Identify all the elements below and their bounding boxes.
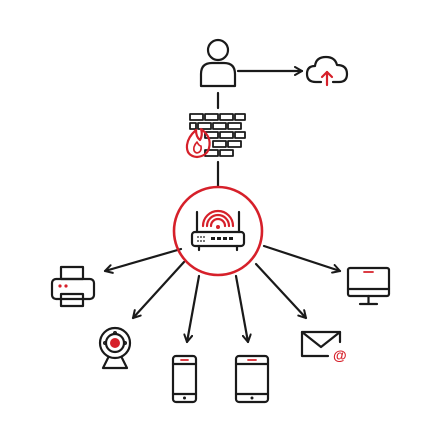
router-to-tablet-arrow bbox=[234, 274, 252, 344]
router-to-email-arrow bbox=[254, 262, 308, 320]
webcam-icon bbox=[98, 326, 132, 370]
smartphone-icon bbox=[171, 354, 198, 404]
svg-text:@: @ bbox=[333, 347, 347, 363]
printer-icon bbox=[50, 265, 96, 308]
monitor-icon bbox=[346, 266, 391, 306]
router-to-printer-arrow bbox=[103, 247, 183, 274]
firewall-icon bbox=[185, 113, 246, 159]
router-to-monitor-arrow bbox=[262, 244, 342, 274]
router-to-smartphone-arrow bbox=[183, 274, 201, 344]
connectors bbox=[103, 66, 342, 344]
email-icon: @ bbox=[300, 330, 347, 363]
router-to-webcam-arrow bbox=[131, 260, 186, 320]
cloud-upload-icon bbox=[305, 55, 349, 87]
tablet-icon bbox=[234, 354, 270, 404]
router-icon bbox=[172, 185, 264, 277]
user-icon bbox=[199, 38, 237, 88]
